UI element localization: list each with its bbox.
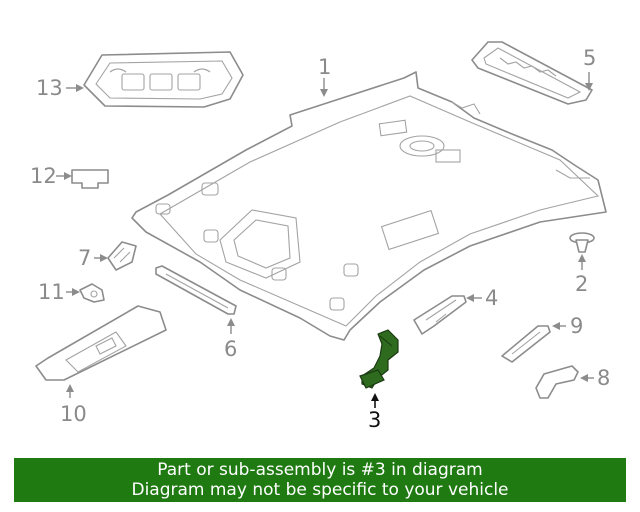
callout-1: 1 [318, 55, 332, 79]
callout-9: 9 [570, 314, 584, 338]
part-11-clip[interactable] [79, 283, 105, 303]
callout-12: 12 [30, 164, 57, 188]
part-8-handle[interactable] [535, 365, 579, 399]
part-9-bracket[interactable] [501, 325, 551, 363]
callout-10: 10 [60, 402, 87, 426]
part-13-overhead-console[interactable] [83, 51, 244, 108]
part-2-fastener[interactable] [569, 232, 595, 253]
part-1-headliner[interactable] [131, 71, 607, 341]
callout-2: 2 [575, 272, 589, 296]
banner-line-1: Part or sub-assembly is #3 in diagram [157, 460, 483, 480]
banner-line-2: Diagram may not be specific to your vehi… [131, 480, 509, 500]
part-12-clip[interactable] [71, 169, 109, 189]
part-3-highlighted[interactable] [359, 329, 399, 389]
callout-4: 4 [485, 286, 499, 310]
part-4-bracket[interactable] [413, 295, 467, 335]
parts-diagram [35, 41, 607, 408]
part-6-rail[interactable] [155, 265, 237, 315]
callout-6: 6 [224, 337, 238, 361]
part-5-trim[interactable] [471, 41, 593, 105]
part-10-sun-visor[interactable] [35, 305, 167, 381]
callout-7: 7 [78, 246, 92, 270]
info-banner: Part or sub-assembly is #3 in diagram Di… [14, 458, 626, 502]
part-7-clip[interactable] [107, 241, 137, 271]
callout-3: 3 [368, 408, 382, 432]
callout-13: 13 [36, 76, 63, 100]
callout-11: 11 [38, 280, 65, 304]
callout-5: 5 [583, 46, 597, 70]
callout-8: 8 [597, 366, 611, 390]
diagram-drawing [35, 41, 607, 408]
